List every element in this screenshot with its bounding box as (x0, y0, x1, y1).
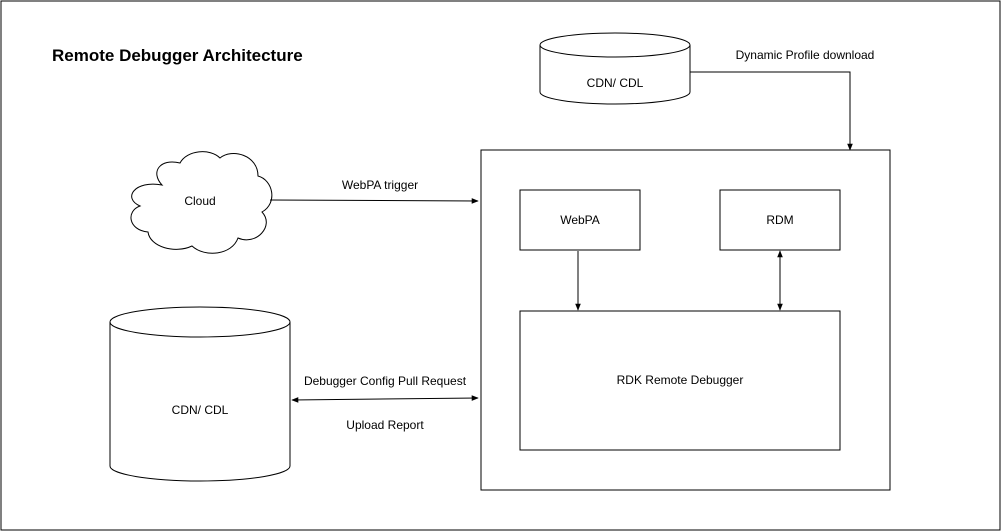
cdn-top-cylinder[interactable]: CDN/ CDL (539, 32, 691, 105)
cdn-left-label: CDN/ CDL (172, 403, 229, 417)
upload-report-label: Upload Report (346, 418, 424, 432)
rdk-remote-debugger-box[interactable]: RDK Remote Debugger (519, 310, 841, 451)
webpa-trigger-label: WebPA trigger (342, 178, 418, 192)
webpa-box[interactable]: WebPA (519, 189, 641, 251)
dynamic-profile-label: Dynamic Profile download (736, 48, 875, 62)
config-pull-label: Debugger Config Pull Request (304, 374, 467, 388)
dynamic-profile-edge (690, 71, 853, 151)
diagram-title: Remote Debugger Architecture (52, 46, 303, 65)
webpa-trigger-edge (269, 198, 479, 204)
rdk-remote-debugger-label: RDK Remote Debugger (617, 373, 744, 387)
rdm-label: RDM (766, 213, 793, 227)
cdn-top-label: CDN/ CDL (587, 76, 644, 90)
config-pull-edge (291, 395, 479, 403)
webpa-label: WebPA (560, 213, 600, 227)
cloud-shape[interactable]: Cloud (130, 151, 273, 254)
cloud-label: Cloud (184, 194, 215, 208)
cdn-left-cylinder[interactable]: CDN/ CDL (109, 306, 291, 482)
rdm-box[interactable]: RDM (719, 189, 841, 251)
